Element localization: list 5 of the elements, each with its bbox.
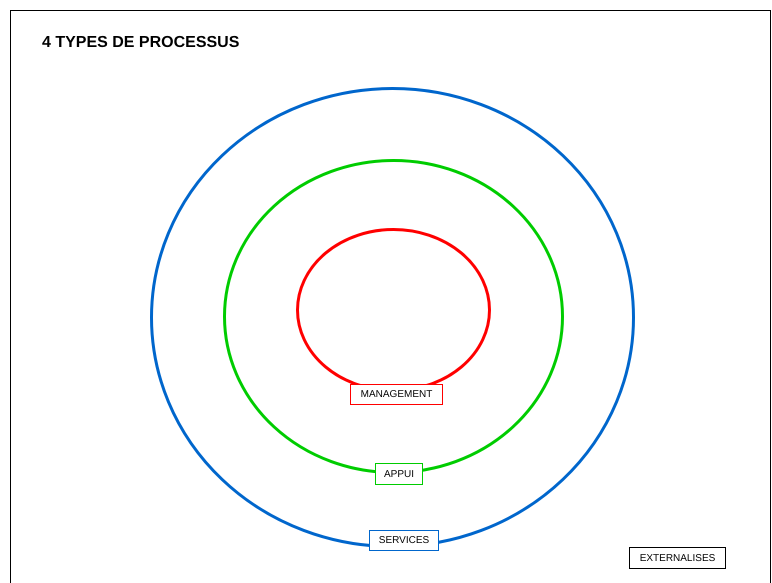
ring-label: SERVICES [369,530,439,551]
ring-label: APPUI [375,463,423,485]
title: 4 TYPES DE PROCESSUS [42,33,240,53]
label-box: EXTERNALISES [629,547,726,569]
ring-label: MANAGEMENT [350,384,443,405]
